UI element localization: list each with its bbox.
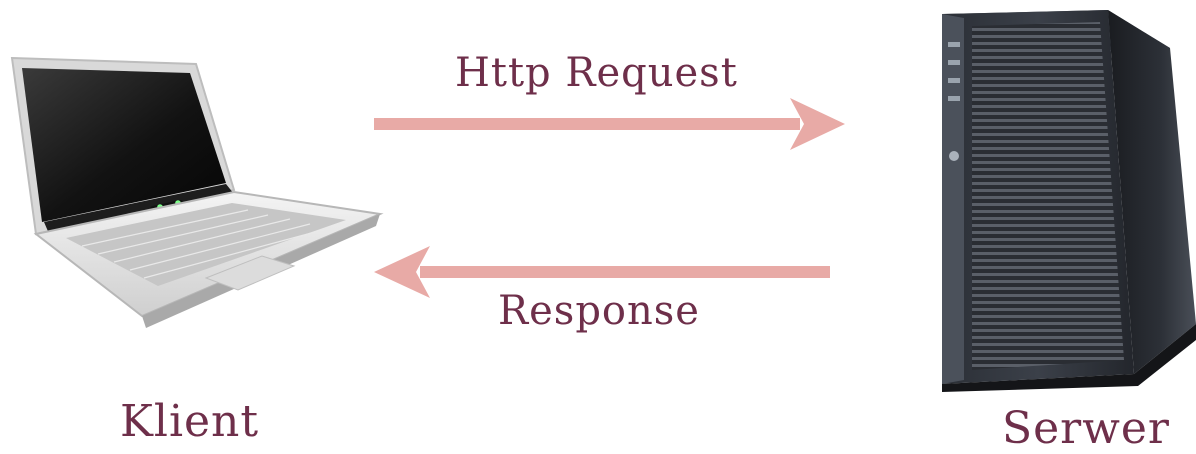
server-label: Serwer <box>1002 403 1170 454</box>
server-tower-icon <box>942 10 1196 392</box>
response-arrow <box>374 246 830 298</box>
laptop-icon <box>10 56 384 328</box>
response-label: Response <box>498 288 700 334</box>
client-label: Klient <box>120 396 260 447</box>
request-arrow <box>374 98 845 150</box>
request-label: Http Request <box>455 50 738 96</box>
